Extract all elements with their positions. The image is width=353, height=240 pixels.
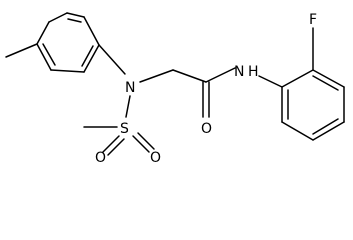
amide-n-label: N: [234, 64, 244, 80]
double-bond: [107, 138, 125, 156]
bond: [172, 69, 207, 83]
double-bond: [132, 135, 150, 153]
bond: [98, 44, 126, 75]
bond: [258, 75, 283, 88]
sulfur-label: S: [120, 121, 129, 137]
bond: [50, 69, 85, 73]
double-bond-inner: [42, 43, 56, 66]
bond: [312, 69, 345, 88]
amide-h-label: H: [248, 64, 259, 80]
bond: [83, 16, 100, 46]
bond: [312, 121, 345, 141]
bond: [281, 69, 314, 88]
fluorophenyl-ring: [281, 69, 345, 141]
tolyl-ring: [36, 12, 100, 73]
double-bond-inner: [81, 45, 94, 67]
bond: [66, 12, 85, 18]
bond: [83, 44, 100, 73]
double-bond-inner: [312, 75, 339, 91]
bond: [139, 69, 174, 83]
sulfonyl-oxygen-left-label: O: [95, 150, 106, 166]
double-bond-inner: [312, 118, 339, 135]
carbonyl-oxygen-label: O: [201, 121, 212, 137]
double-bond: [137, 132, 155, 150]
double-bond: [102, 135, 120, 153]
fluorine-label: F: [309, 12, 317, 28]
bond: [125, 95, 131, 118]
bond: [281, 121, 314, 141]
bond: [205, 67, 236, 83]
sulfonyl-oxygen-right-label: O: [150, 150, 161, 166]
double-bond-inner: [67, 18, 82, 23]
bond: [48, 12, 68, 23]
methyl-bond: [5, 43, 38, 58]
molecule-structure: F N H N S O O O: [5, 12, 345, 166]
sulfonamide-n-label: N: [125, 80, 135, 96]
bond: [36, 43, 52, 71]
bond: [36, 21, 50, 45]
